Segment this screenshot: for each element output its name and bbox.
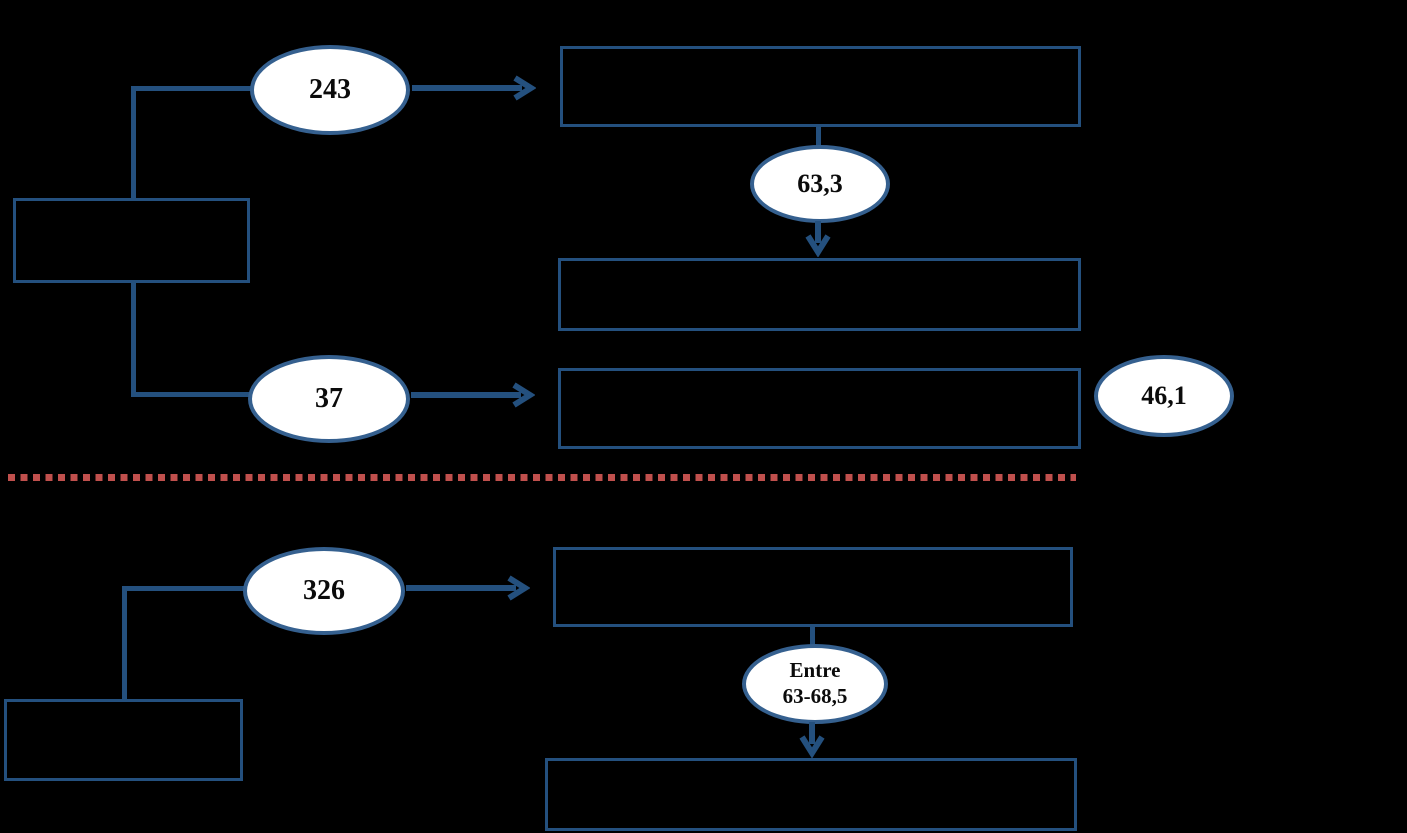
connector-line — [131, 86, 252, 91]
bottom-result-box — [545, 758, 1077, 831]
bottom-range-line1: Entre — [789, 658, 841, 683]
top-excluded-value: 37 — [315, 383, 343, 414]
top-percentage-value: 63,3 — [797, 169, 843, 198]
top-main-box — [560, 46, 1081, 127]
connector-line — [810, 625, 815, 647]
connector-line — [122, 586, 127, 700]
connector-line — [131, 86, 136, 200]
bottom-count-ellipse: 326 — [243, 547, 405, 635]
top-left-box — [13, 198, 250, 283]
top-excluded-box — [558, 368, 1081, 449]
down-arrow-icon — [799, 722, 825, 758]
bottom-range-line2: 63-68,5 — [782, 684, 848, 708]
section-divider-dotted-line — [8, 474, 1076, 481]
bottom-main-box — [553, 547, 1073, 627]
connector-line — [122, 586, 245, 591]
top-count-ellipse: 243 — [250, 45, 410, 135]
top-count-value: 243 — [309, 74, 351, 105]
top-percentage-ellipse: 63,3 — [750, 145, 890, 223]
bottom-range-ellipse: Entre 63-68,5 — [742, 644, 888, 724]
connector-line — [816, 125, 821, 147]
right-arrow-icon — [412, 75, 536, 101]
connector-line — [131, 392, 250, 397]
top-result-box — [558, 258, 1081, 331]
right-arrow-icon — [411, 382, 535, 408]
down-arrow-icon — [805, 221, 831, 257]
bottom-count-value: 326 — [303, 575, 345, 606]
top-right-percentage-value: 46,1 — [1141, 381, 1187, 410]
right-arrow-icon — [406, 575, 530, 601]
top-excluded-ellipse: 37 — [248, 355, 410, 443]
connector-line — [131, 281, 136, 397]
top-right-percentage-ellipse: 46,1 — [1094, 355, 1234, 437]
bottom-left-box — [4, 699, 243, 781]
